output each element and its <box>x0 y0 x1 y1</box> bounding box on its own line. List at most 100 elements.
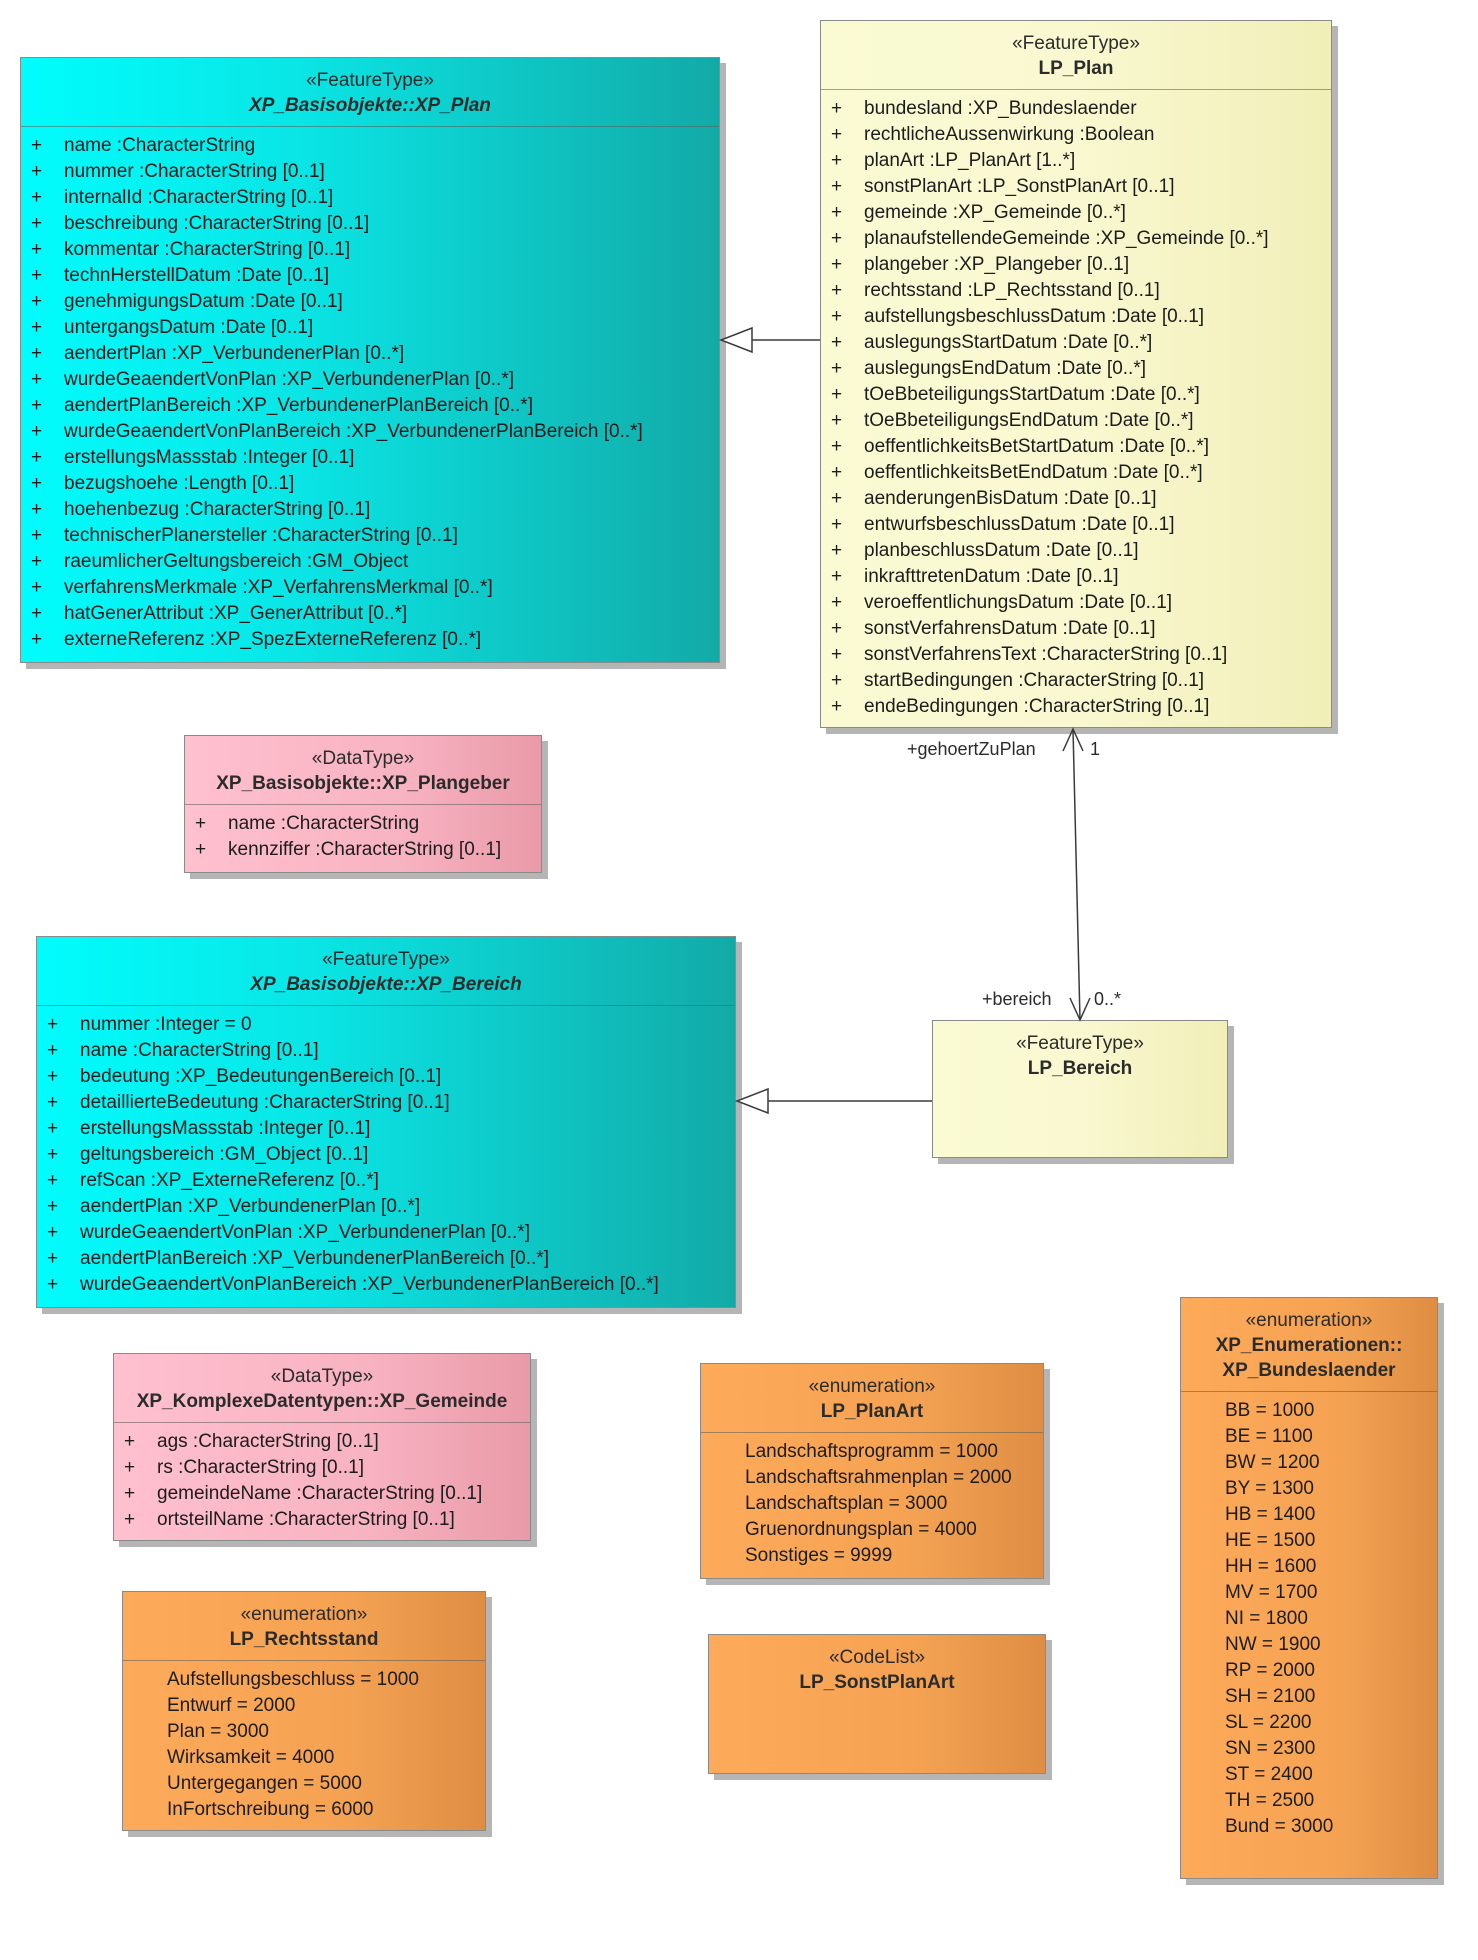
class-xp-bundeslaender[interactable]: «enumeration» XP_Enumerationen:: XP_Bund… <box>1180 1297 1438 1879</box>
class-lp-planart[interactable]: «enumeration» LP_PlanArt Landschaftsprog… <box>700 1363 1044 1579</box>
class-xp-gemeinde[interactable]: «DataType» XP_KomplexeDatentypen::XP_Gem… <box>113 1353 531 1541</box>
enum-literal[interactable]: BY = 1300 <box>1225 1478 1314 1499</box>
enum-literal[interactable]: NW = 1900 <box>1225 1634 1321 1655</box>
attribute-row[interactable]: +ortsteilName :CharacterString [0..1] <box>114 1507 530 1533</box>
attribute-row[interactable]: +nummer :Integer = 0 <box>37 1012 735 1038</box>
attribute-row[interactable]: +technischerPlanersteller :CharacterStri… <box>21 523 719 549</box>
enum-literal[interactable]: TH = 2500 <box>1225 1790 1315 1811</box>
attribute-row[interactable]: +gemeinde :XP_Gemeinde [0..*] <box>821 200 1331 226</box>
class-lp-sonstplanart[interactable]: «CodeList» LP_SonstPlanArt <box>708 1634 1046 1774</box>
enum-literal[interactable]: NI = 1800 <box>1225 1608 1308 1629</box>
attribute-row[interactable]: +veroeffentlichungsDatum :Date [0..1] <box>821 590 1331 616</box>
class-xp-plangeber[interactable]: «DataType» XP_Basisobjekte::XP_Plangeber… <box>184 735 542 873</box>
association-line[interactable] <box>1072 728 1081 1021</box>
attribute-row[interactable]: +inkrafttretenDatum :Date [0..1] <box>821 564 1331 590</box>
attribute-row[interactable]: +rechtsstand :LP_Rechtsstand [0..1] <box>821 278 1331 304</box>
enum-literal[interactable]: Landschaftsrahmenplan = 2000 <box>745 1467 1012 1488</box>
attribute-row[interactable]: +kennziffer :CharacterString [0..1] <box>185 837 541 863</box>
attribute-row[interactable]: +auslegungsStartDatum :Date [0..*] <box>821 330 1331 356</box>
attribute-row[interactable]: +sonstPlanArt :LP_SonstPlanArt [0..1] <box>821 174 1331 200</box>
attribute-row[interactable]: +hoehenbezug :CharacterString [0..1] <box>21 497 719 523</box>
enum-literal[interactable]: ST = 2400 <box>1225 1764 1313 1785</box>
enum-literal[interactable]: InFortschreibung = 6000 <box>167 1799 374 1820</box>
attribute-row[interactable]: +erstellungsMassstab :Integer [0..1] <box>37 1116 735 1142</box>
attribute-row[interactable]: +name :CharacterString <box>185 811 541 837</box>
attribute-row[interactable]: +bedeutung :XP_BedeutungenBereich [0..1] <box>37 1064 735 1090</box>
enum-literal[interactable]: Wirksamkeit = 4000 <box>167 1747 335 1768</box>
attribute-row[interactable]: +ags :CharacterString [0..1] <box>114 1429 530 1455</box>
attribute-row[interactable]: +verfahrensMerkmale :XP_VerfahrensMerkma… <box>21 575 719 601</box>
attribute-row[interactable]: +untergangsDatum :Date [0..1] <box>21 315 719 341</box>
enum-literal[interactable]: HH = 1600 <box>1225 1556 1317 1577</box>
enum-literal[interactable]: Aufstellungsbeschluss = 1000 <box>167 1669 419 1690</box>
attribute-row[interactable]: +aufstellungsbeschlussDatum :Date [0..1] <box>821 304 1331 330</box>
attribute-row[interactable]: +geltungsbereich :GM_Object [0..1] <box>37 1142 735 1168</box>
enum-literal[interactable]: Landschaftsplan = 3000 <box>745 1493 948 1514</box>
attribute-row[interactable]: +endeBedingungen :CharacterString [0..1] <box>821 694 1331 720</box>
attribute-row[interactable]: +oeffentlichkeitsBetEndDatum :Date [0..*… <box>821 460 1331 486</box>
attribute-row[interactable]: +wurdeGeaendertVonPlanBereich :XP_Verbun… <box>37 1272 735 1298</box>
attribute-row[interactable]: +aendertPlanBereich :XP_VerbundenerPlanB… <box>37 1246 735 1272</box>
attribute-row[interactable]: +planbeschlussDatum :Date [0..1] <box>821 538 1331 564</box>
attribute-row[interactable]: +internalId :CharacterString [0..1] <box>21 185 719 211</box>
enum-literal[interactable]: RP = 2000 <box>1225 1660 1315 1681</box>
enum-literal[interactable]: HB = 1400 <box>1225 1504 1316 1525</box>
attribute-row[interactable]: +technHerstellDatum :Date [0..1] <box>21 263 719 289</box>
attribute-row[interactable]: +bezugshoehe :Length [0..1] <box>21 471 719 497</box>
attribute-row[interactable]: +nummer :CharacterString [0..1] <box>21 159 719 185</box>
enum-literal[interactable]: BW = 1200 <box>1225 1452 1320 1473</box>
attribute-row[interactable]: +wurdeGeaendertVonPlanBereich :XP_Verbun… <box>21 419 719 445</box>
attribute-row[interactable]: +tOeBbeteiligungsEndDatum :Date [0..*] <box>821 408 1331 434</box>
attribute-row[interactable]: +wurdeGeaendertVonPlan :XP_VerbundenerPl… <box>37 1220 735 1246</box>
attribute-row[interactable]: +erstellungsMassstab :Integer [0..1] <box>21 445 719 471</box>
attribute-row[interactable]: +kommentar :CharacterString [0..1] <box>21 237 719 263</box>
attribute-row[interactable]: +gemeindeName :CharacterString [0..1] <box>114 1481 530 1507</box>
attribute-row[interactable]: +aendertPlanBereich :XP_VerbundenerPlanB… <box>21 393 719 419</box>
enum-literal[interactable]: BB = 1000 <box>1225 1400 1315 1421</box>
enum-literal[interactable]: Sonstiges = 9999 <box>745 1545 893 1566</box>
class-lp-plan[interactable]: «FeatureType» LP_Plan +bundesland :XP_Bu… <box>820 20 1332 728</box>
attribute-row[interactable]: +bundesland :XP_Bundeslaender <box>821 96 1331 122</box>
attribute-row[interactable]: +detaillierteBedeutung :CharacterString … <box>37 1090 735 1116</box>
attribute-row[interactable]: +entwurfsbeschlussDatum :Date [0..1] <box>821 512 1331 538</box>
attribute-row[interactable]: +aendertPlan :XP_VerbundenerPlan [0..*] <box>37 1194 735 1220</box>
attribute-row[interactable]: +sonstVerfahrensDatum :Date [0..1] <box>821 616 1331 642</box>
attribute-row[interactable]: +sonstVerfahrensText :CharacterString [0… <box>821 642 1331 668</box>
class-lp-rechtsstand[interactable]: «enumeration» LP_Rechtsstand Aufstellung… <box>122 1591 486 1831</box>
attribute-row[interactable]: +rs :CharacterString [0..1] <box>114 1455 530 1481</box>
attribute-row[interactable]: +wurdeGeaendertVonPlan :XP_VerbundenerPl… <box>21 367 719 393</box>
attribute-row[interactable]: +auslegungsEndDatum :Date [0..*] <box>821 356 1331 382</box>
attribute-row[interactable]: +beschreibung :CharacterString [0..1] <box>21 211 719 237</box>
enum-literal[interactable]: Entwurf = 2000 <box>167 1695 296 1716</box>
attribute-row[interactable]: +plangeber :XP_Plangeber [0..1] <box>821 252 1331 278</box>
enum-literal[interactable]: HE = 1500 <box>1225 1530 1316 1551</box>
attribute-row[interactable]: +aenderungenBisDatum :Date [0..1] <box>821 486 1331 512</box>
attribute-row[interactable]: +refScan :XP_ExterneReferenz [0..*] <box>37 1168 735 1194</box>
class-lp-bereich[interactable]: «FeatureType» LP_Bereich <box>932 1020 1228 1158</box>
attribute-row[interactable]: +rechtlicheAussenwirkung :Boolean <box>821 122 1331 148</box>
enum-literal[interactable]: MV = 1700 <box>1225 1582 1318 1603</box>
attribute-row[interactable]: +aendertPlan :XP_VerbundenerPlan [0..*] <box>21 341 719 367</box>
attribute-row[interactable]: +name :CharacterString [0..1] <box>37 1038 735 1064</box>
enum-literal[interactable]: SH = 2100 <box>1225 1686 1316 1707</box>
attribute-row[interactable]: +genehmigungsDatum :Date [0..1] <box>21 289 719 315</box>
attribute-row[interactable]: +name :CharacterString <box>21 133 719 159</box>
attribute-row[interactable]: +planArt :LP_PlanArt [1..*] <box>821 148 1331 174</box>
enum-literal[interactable]: Untergegangen = 5000 <box>167 1773 362 1794</box>
attribute-row[interactable]: +raeumlicherGeltungsbereich :GM_Object <box>21 549 719 575</box>
attribute-row[interactable]: +hatGenerAttribut :XP_GenerAttribut [0..… <box>21 601 719 627</box>
class-xp-plan[interactable]: «FeatureType» XP_Basisobjekte::XP_Plan +… <box>20 57 720 663</box>
attribute-row[interactable]: +oeffentlichkeitsBetStartDatum :Date [0.… <box>821 434 1331 460</box>
enum-literal[interactable]: Landschaftsprogramm = 1000 <box>745 1441 998 1462</box>
attribute-row[interactable]: +startBedingungen :CharacterString [0..1… <box>821 668 1331 694</box>
attribute-row[interactable]: +tOeBbeteiligungsStartDatum :Date [0..*] <box>821 382 1331 408</box>
attribute-row[interactable]: +planaufstellendeGemeinde :XP_Gemeinde [… <box>821 226 1331 252</box>
class-xp-bereich[interactable]: «FeatureType» XP_Basisobjekte::XP_Bereic… <box>36 936 736 1308</box>
enum-literal[interactable]: SN = 2300 <box>1225 1738 1316 1759</box>
enum-literal[interactable]: Bund = 3000 <box>1225 1816 1334 1837</box>
enum-literal[interactable]: BE = 1100 <box>1225 1426 1313 1447</box>
enum-literal[interactable]: Plan = 3000 <box>167 1721 269 1742</box>
enum-literal[interactable]: SL = 2200 <box>1225 1712 1312 1733</box>
enum-literal[interactable]: Gruenordnungsplan = 4000 <box>745 1519 977 1540</box>
attribute-row[interactable]: +externeReferenz :XP_SpezExterneReferenz… <box>21 627 719 653</box>
